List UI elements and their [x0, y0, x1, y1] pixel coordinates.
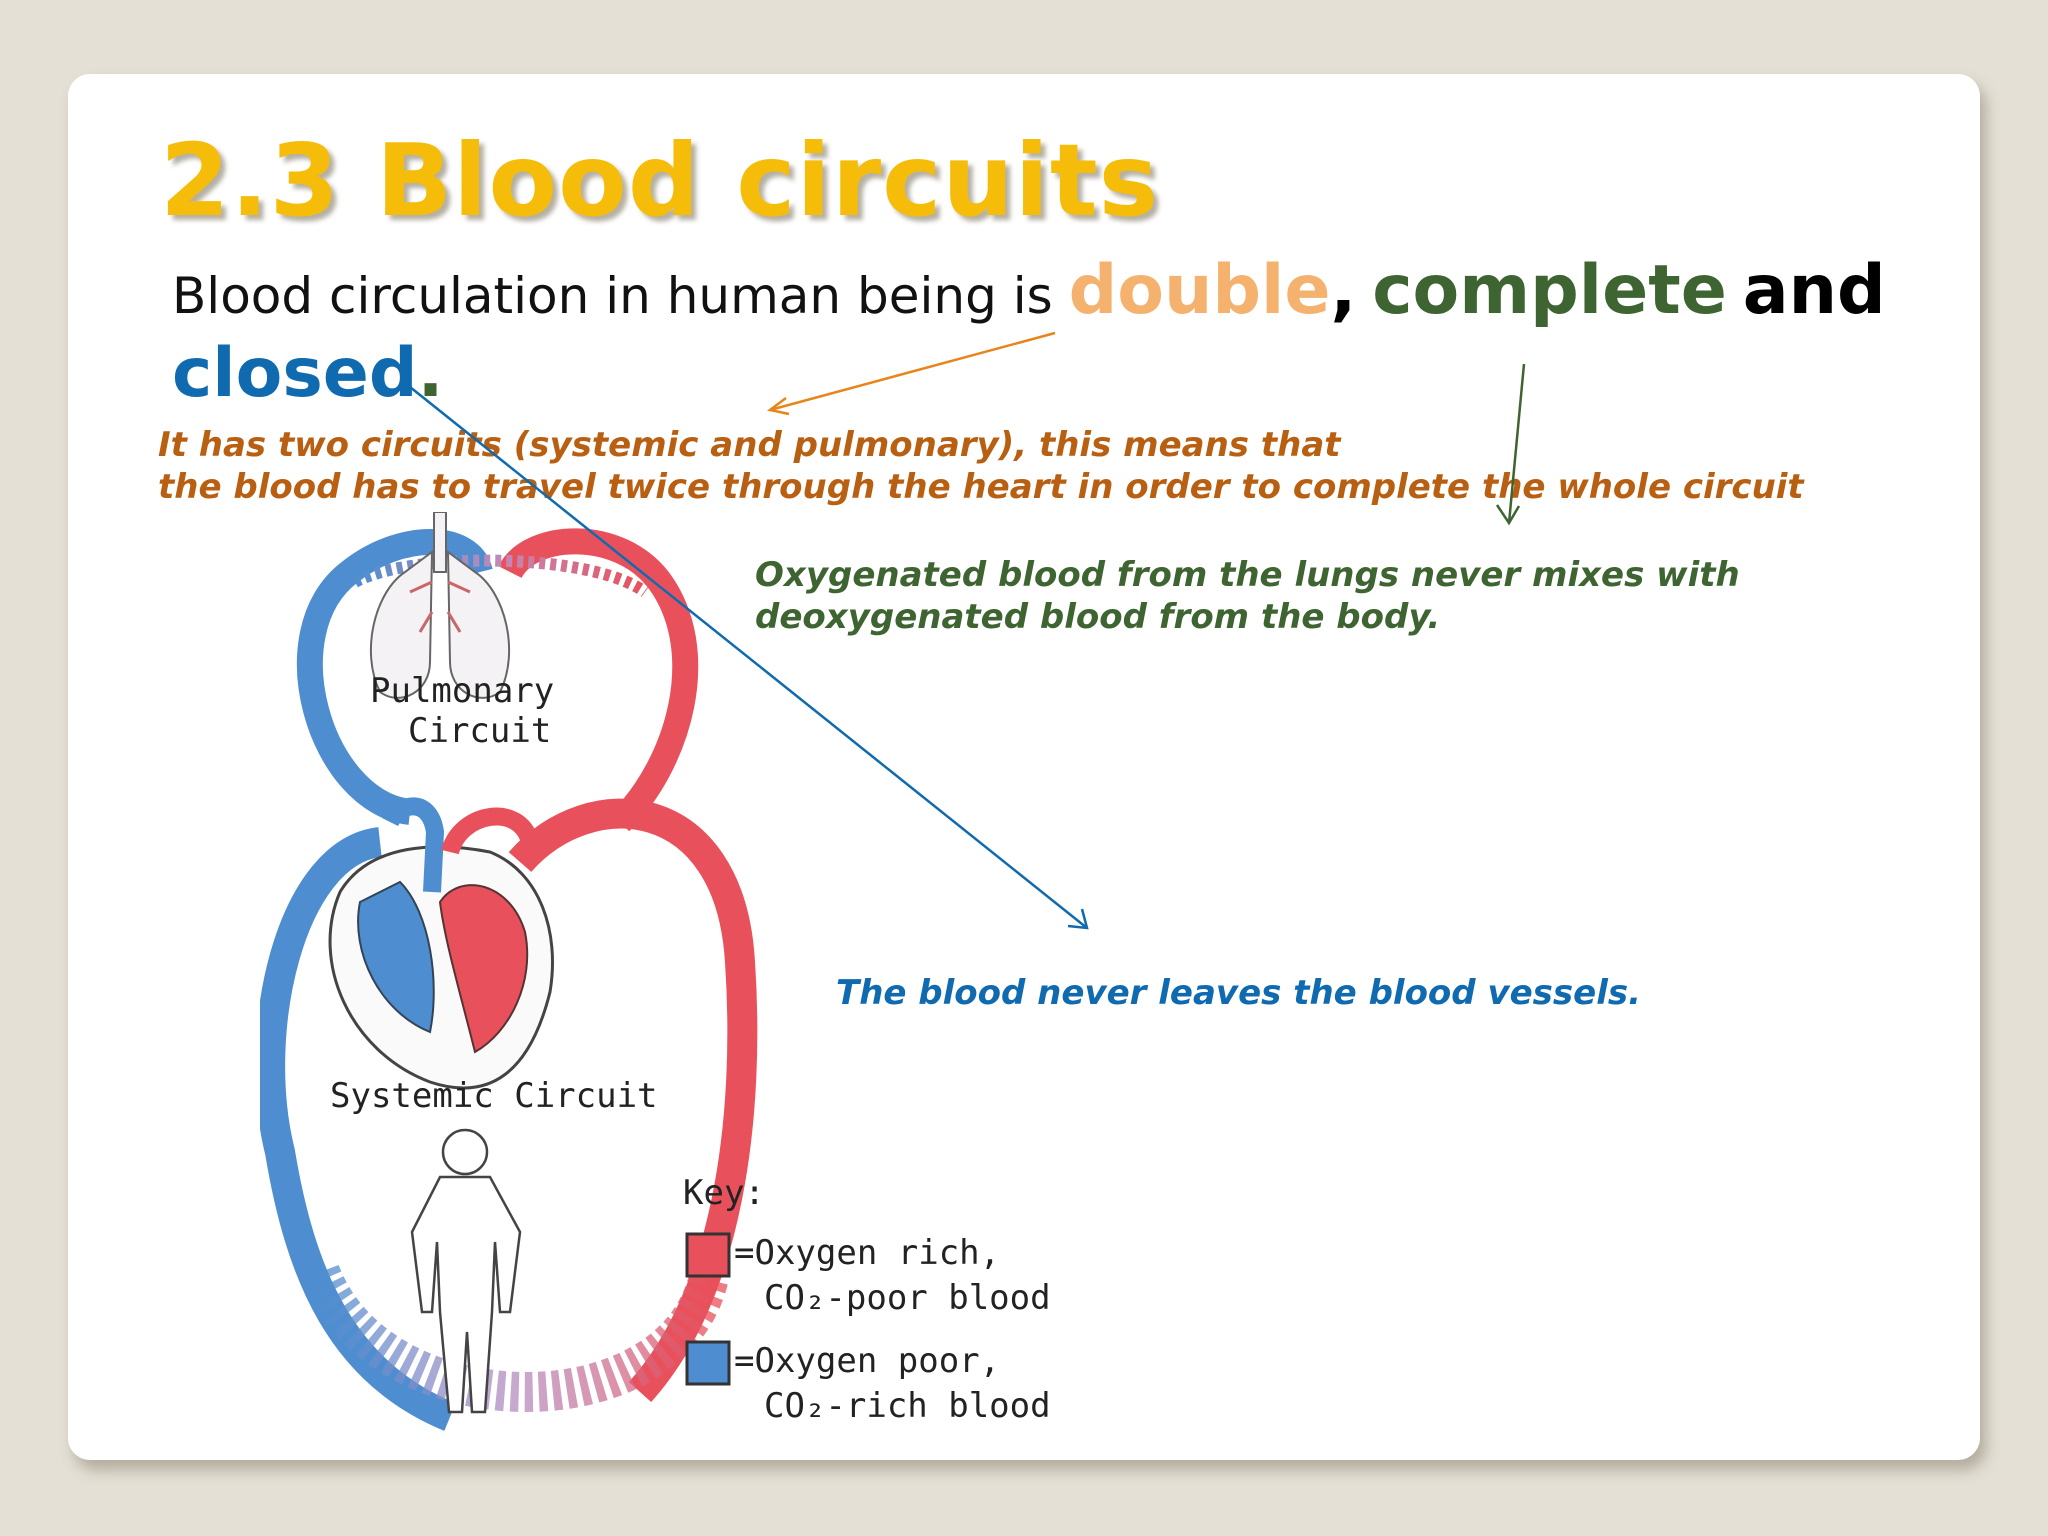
- word-and: and: [1742, 251, 1886, 330]
- note-double-line-1: It has two circuits (systemic and pulmon…: [158, 425, 1341, 465]
- lead-period: .: [417, 334, 444, 413]
- lead-sentence: Blood circulation in human being is doub…: [172, 252, 1972, 418]
- lead-comma: ,: [1330, 251, 1357, 330]
- systemic-label: Systemic Circuit: [330, 1076, 658, 1116]
- circulation-diagram: Pulmonary Circuit Systemic Circuit Key: …: [260, 512, 1051, 1431]
- lead-prefix: Blood circulation in human being is: [172, 267, 1069, 325]
- note-double-circuit: It has two circuits (systemic and pulmon…: [158, 424, 1804, 508]
- note-double-line-2: the blood has to travel twice through th…: [158, 467, 1804, 507]
- diagram-key: Key: =Oxygen rich, CO₂-poor blood =Oxyge…: [683, 1173, 1051, 1426]
- note-closed-line-1: The blood never leaves the blood vessels…: [836, 973, 1642, 1013]
- note-closed-circulation: The blood never leaves the blood vessels…: [836, 972, 1641, 1014]
- key-oxygen-rich-line-1: =Oxygen rich,: [734, 1233, 1000, 1273]
- pulmonary-label-1: Pulmonary: [370, 671, 554, 711]
- key-swatch-oxygen-poor: [685, 1340, 731, 1386]
- key-oxygen-rich-line-2: CO₂-poor blood: [764, 1278, 1051, 1318]
- word-complete: complete: [1372, 251, 1727, 330]
- key-oxygen-poor-line-2: CO₂-rich blood: [764, 1386, 1051, 1426]
- word-closed: closed: [172, 334, 418, 413]
- pulmonary-label-2: Circuit: [408, 711, 551, 751]
- key-oxygen-poor-line-1: =Oxygen poor,: [734, 1341, 1000, 1381]
- word-double: double: [1068, 251, 1331, 330]
- slide-title: 2.3 Blood circuits: [160, 122, 1160, 239]
- key-title: Key:: [683, 1173, 765, 1213]
- key-swatch-oxygen-rich: [685, 1232, 731, 1278]
- human-silhouette: [410, 1128, 522, 1414]
